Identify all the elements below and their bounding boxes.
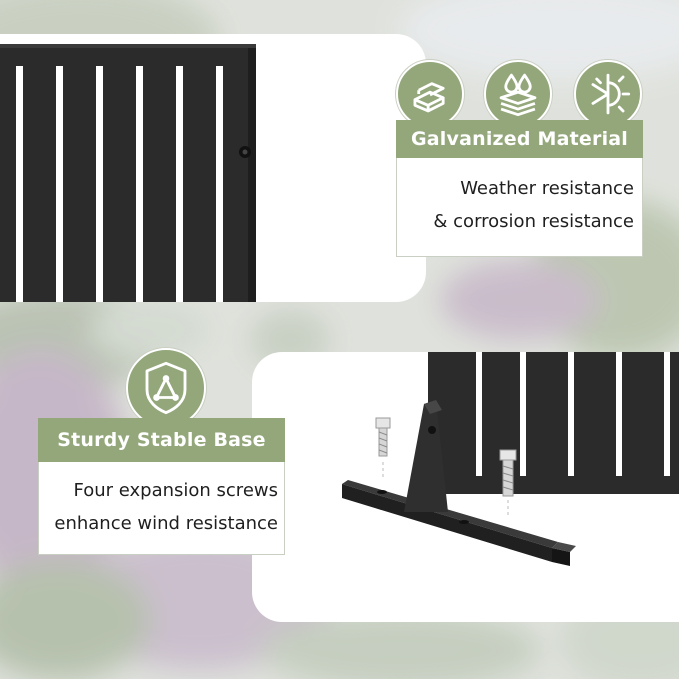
galvanized-description: Weather resistance & corrosion resistanc… [396,172,634,238]
expansion-screw-left [375,417,391,480]
fence-base-card [252,352,679,622]
base-description: Four expansion screws enhance wind resis… [38,474,278,540]
base-description-line-1: Four expansion screws [73,480,278,501]
fence-base-illustration [342,352,679,566]
waterproof-layers-icon [484,60,552,128]
base-title-badge: Sturdy Stable Base [38,418,285,462]
expansion-screw-right [499,449,517,518]
base-title: Sturdy Stable Base [57,429,266,451]
galvanized-description-line-2: & corrosion resistance [433,211,634,232]
galvanized-title-badge: Galvanized Material [396,120,643,158]
base-description-line-2: enhance wind resistance [54,513,278,534]
snow-sun-icon [574,60,642,128]
metal-bars-icon [396,60,464,128]
fence-panel-card [0,34,426,302]
triangle-structure-shield-icon [126,348,206,428]
galvanized-description-line-1: Weather resistance [460,178,634,199]
galvanized-title: Galvanized Material [410,128,629,150]
fence-panel-illustration [0,44,256,302]
